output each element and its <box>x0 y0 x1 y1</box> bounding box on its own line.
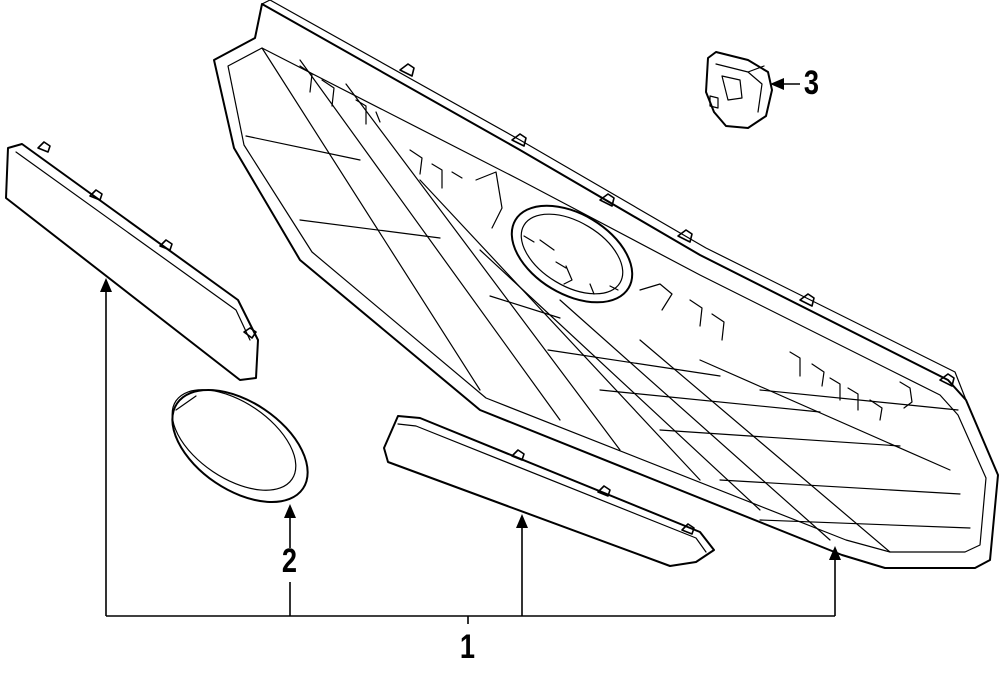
right-molding[interactable] <box>383 415 715 567</box>
clip[interactable] <box>705 51 773 129</box>
grille-assembly[interactable] <box>213 0 999 569</box>
arrow-right-molding <box>516 514 528 528</box>
arrow-emblem <box>284 504 296 518</box>
leader-lines <box>105 83 836 624</box>
callout-label-1: 1 <box>459 628 476 666</box>
callout-label-2: 2 <box>281 542 298 580</box>
left-molding[interactable] <box>5 141 259 381</box>
emblem[interactable] <box>152 367 327 525</box>
arrow-clip <box>770 78 784 90</box>
arrow-grille <box>829 546 841 560</box>
arrowheads <box>100 78 841 560</box>
callout-label-3: 3 <box>803 64 820 102</box>
arrow-left-molding <box>100 278 112 292</box>
